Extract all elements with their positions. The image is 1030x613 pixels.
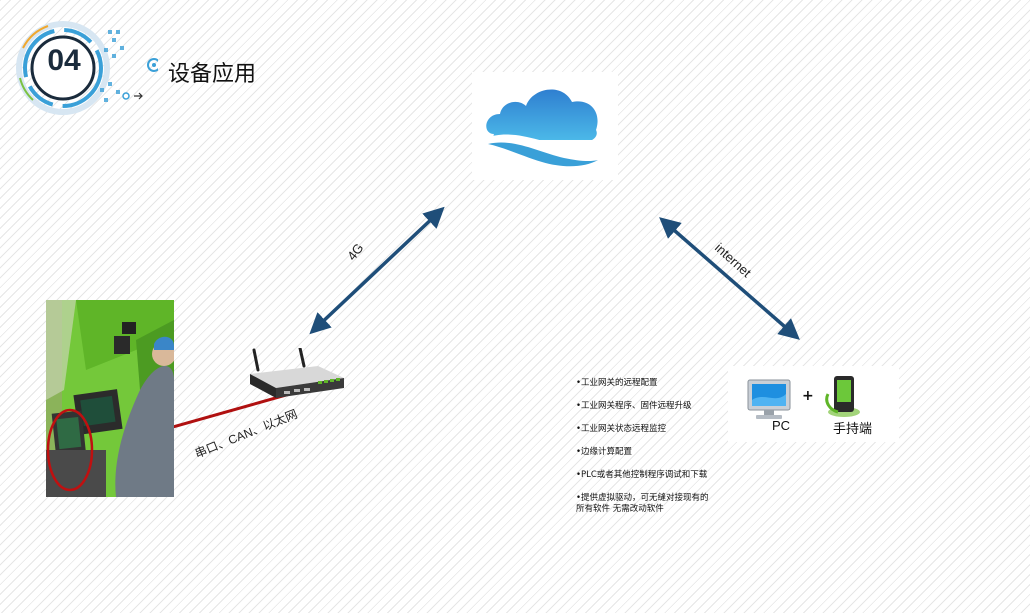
feature-list: •工业网关的远程配置 •工业网关程序、固件远程升级 •工业网关状态远程监控 •边… <box>576 378 716 527</box>
monitor-icon <box>747 379 791 419</box>
router-icon <box>250 348 344 398</box>
feature-item: •工业网关的远程配置 <box>576 378 658 388</box>
feature-item: •PLC或者其他控制程序调试和下载 <box>576 470 708 480</box>
client-devices-panel <box>728 366 899 442</box>
machine-cab-photo <box>46 300 174 497</box>
cloud-panel <box>472 72 618 180</box>
section-title: 设备应用 <box>168 62 257 87</box>
feature-item: •提供虚拟驱动，可无缝对接现有的 所有软件 无需改动软件 <box>576 493 709 514</box>
handheld-device-icon <box>825 376 860 417</box>
section-number: 04 <box>47 44 81 77</box>
feature-item: •工业网关程序、固件远程升级 <box>576 401 692 411</box>
handheld-label: 手持端 <box>833 422 873 437</box>
plus-sign: + <box>802 388 814 404</box>
pc-label: PC <box>772 418 791 433</box>
gateway-cloud-arrow <box>309 206 445 335</box>
cloud-devices-arrow <box>659 217 800 340</box>
feature-item: •边缘计算配置 <box>576 447 633 457</box>
section-badge <box>16 21 158 115</box>
cloud-icon <box>486 89 602 167</box>
feature-item: •工业网关状态远程监控 <box>576 424 667 434</box>
